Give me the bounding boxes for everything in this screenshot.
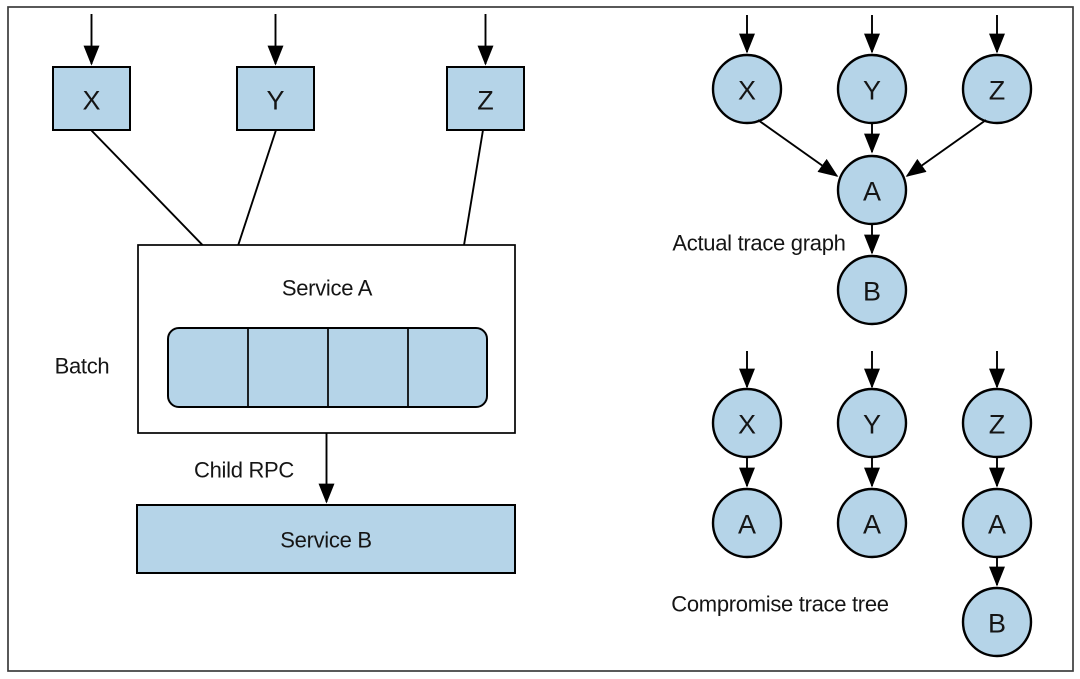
circle-z-label: Z	[989, 409, 1006, 439]
child-rpc-label: Child RPC	[194, 458, 294, 483]
actual-trace-graph-caption: Actual trace graph	[672, 231, 845, 256]
circle-x-label: X	[738, 409, 756, 439]
circle-b-label: B	[863, 276, 881, 306]
circle-b-label: B	[988, 608, 1006, 638]
tree-node-a2: A	[836, 487, 908, 559]
graph-node-b: B	[836, 254, 908, 326]
circle-y-label: Y	[863, 75, 881, 105]
tree-node-a1: A	[711, 487, 783, 559]
request-node-x: X	[52, 66, 131, 131]
request-box-y-label: Y	[266, 85, 284, 115]
tree-node-y: Y	[836, 387, 908, 459]
request-box-x-label: X	[82, 85, 100, 115]
graph-node-a: A	[836, 154, 908, 226]
service-b-box	[136, 504, 516, 574]
service-b-label: Service B	[280, 528, 371, 553]
circle-a-label: A	[738, 509, 756, 539]
request-node-y: Y	[236, 66, 315, 131]
batch-buffer	[167, 327, 488, 408]
request-node-z: Z	[446, 66, 525, 131]
circle-a-label: A	[988, 509, 1006, 539]
compromise-trace-tree-caption: Compromise trace tree	[671, 592, 889, 617]
circle-y-label: Y	[863, 409, 881, 439]
batch-label: Batch	[55, 354, 110, 379]
tree-node-a3: A	[961, 487, 1033, 559]
compromise-trace-tree-panel: X Y Z A A A B Compromise tra	[671, 351, 1033, 658]
tree-node-b: B	[961, 586, 1033, 658]
service-a-node: Service A	[137, 244, 516, 434]
circle-a-label: A	[863, 176, 881, 206]
batch-pipeline-panel: X Y Z Service A Batch	[52, 14, 525, 574]
figure-border	[7, 6, 1074, 672]
circle-x	[711, 53, 783, 125]
circle-z	[961, 53, 1033, 125]
actual-trace-graph-panel: X Y Z A B Actual trace graph	[672, 15, 1033, 326]
circle-x-label: X	[738, 75, 756, 105]
graph-node-y: Y	[836, 53, 908, 125]
service-b-node: Service B	[136, 504, 516, 574]
graph-node-z: Z	[961, 53, 1033, 125]
circle-a-label: A	[863, 509, 881, 539]
circle-b	[961, 586, 1033, 658]
edge-z-to-a	[905, 119, 987, 177]
edge-x-to-a	[757, 119, 839, 177]
circle-a	[836, 487, 908, 559]
tree-node-x: X	[711, 387, 783, 459]
request-box-z-label: Z	[477, 85, 494, 115]
graph-node-x: X	[711, 53, 783, 125]
service-a-label: Service A	[282, 276, 373, 301]
tree-node-z: Z	[961, 387, 1033, 459]
request-box-x	[52, 66, 131, 131]
circle-b	[836, 254, 908, 326]
circle-z-label: Z	[989, 75, 1006, 105]
circle-a	[711, 487, 783, 559]
request-box-z	[446, 66, 525, 131]
